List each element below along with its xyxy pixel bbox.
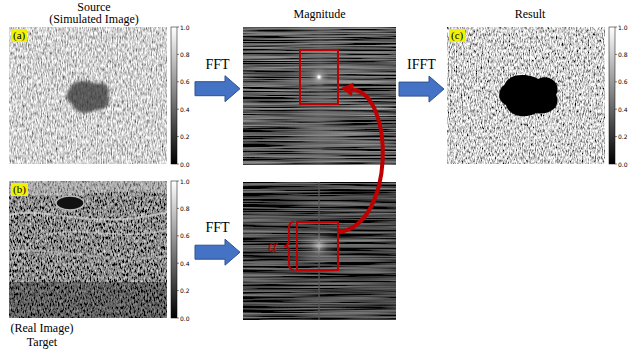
- tick-group: 0.0: [618, 161, 628, 168]
- colorbar-tick: 0.8: [180, 205, 190, 212]
- colorbar-tick: 0.4: [618, 106, 628, 113]
- tick-group: 0.8: [180, 51, 190, 58]
- edge-label-group: IFFT: [407, 57, 436, 73]
- arrowhead: [341, 83, 354, 97]
- image-panel: (Real Image)Target(b): [9, 181, 167, 318]
- colorbar-tick: 0.6: [180, 78, 190, 85]
- edge-label: IFFT: [407, 57, 436, 73]
- panel-heading: Target: [2, 335, 82, 349]
- swap-region: [297, 222, 338, 270]
- panel-heading: Magnitude: [203, 8, 436, 20]
- image-panel: Source(Simulated Image)(a): [9, 27, 167, 164]
- colorbar-tick: 1.0: [618, 24, 628, 31]
- colorbar-tick: 0.4: [180, 260, 190, 267]
- swap-region: [300, 50, 338, 104]
- tick-group: 0.4: [180, 106, 190, 113]
- colorbar-tick: 1.0: [180, 178, 190, 185]
- spectrum-panel: Magnitude: [243, 27, 396, 165]
- block-arrow: [195, 76, 240, 102]
- heading-group: (Real Image)Target: [2, 321, 82, 349]
- colorbar: [609, 27, 617, 164]
- panel-heading: (Real Image): [2, 321, 82, 335]
- bracket: [284, 222, 294, 270]
- colorbar-tick: 0.2: [180, 133, 190, 140]
- panel-letter: (c): [451, 29, 463, 42]
- magnitude-spectrum: [243, 27, 396, 165]
- tick-group: 0.0: [180, 315, 190, 322]
- tick-group: 0.0: [180, 161, 190, 168]
- panel-heading: Source: [0, 1, 213, 13]
- panel-tag: (a): [11, 29, 27, 42]
- tick-group: 0.8: [180, 205, 190, 212]
- colorbar-tick: 0.6: [180, 232, 190, 239]
- panel-letter: (a): [13, 29, 25, 42]
- colorbar-tick: 0.2: [618, 133, 628, 140]
- symbol-group: α: [268, 236, 277, 256]
- tick-group: 0.4: [180, 260, 190, 267]
- edge-label-group: FFT: [205, 220, 229, 236]
- block-arrow: [399, 76, 444, 102]
- tick-group: 0.2: [618, 133, 628, 140]
- tick-group: 0.2: [180, 133, 190, 140]
- curved-arrow: [339, 83, 383, 232]
- colorbar-tick: 0.4: [180, 106, 190, 113]
- edge-label-group: FFT: [205, 57, 229, 73]
- heading-group: Result: [411, 8, 640, 20]
- tick-group: 0.6: [180, 232, 190, 239]
- image-panel: Result(c): [447, 27, 605, 164]
- tick-group: 1.0: [180, 24, 190, 31]
- panel-tag: (b): [11, 183, 28, 196]
- simulated-image: [9, 27, 167, 164]
- block-arrow: [195, 239, 240, 265]
- heading-group: Magnitude: [203, 8, 436, 20]
- tick-group: 1.0: [180, 178, 190, 185]
- panel-heading: Result: [411, 8, 640, 20]
- curved-arrow-line: [339, 90, 383, 232]
- edge-label: FFT: [205, 220, 229, 236]
- colorbar-tick: 0.8: [618, 51, 628, 58]
- tick-group: 0.2: [180, 287, 190, 294]
- panel-letter: (b): [13, 183, 26, 196]
- tick-group: 0.6: [180, 78, 190, 85]
- colorbar-tick: 0.6: [618, 78, 628, 85]
- colorbar-tick: 0.0: [180, 315, 190, 322]
- tick-group: 0.4: [618, 106, 628, 113]
- tick-group: 0.6: [618, 78, 628, 85]
- colorbar-tick: 1.0: [180, 24, 190, 31]
- panel-heading: (Simulated Image): [0, 13, 213, 25]
- result-image: [447, 27, 605, 164]
- colorbar-tick: 0.0: [618, 161, 628, 168]
- colorbar-tick: 0.8: [180, 51, 190, 58]
- edge-label: FFT: [205, 57, 229, 73]
- heading-group: Source(Simulated Image): [0, 1, 213, 25]
- real-image: [9, 181, 167, 318]
- tick-group: 0.8: [618, 51, 628, 58]
- colorbar: [171, 181, 179, 318]
- colorbar-tick: 0.2: [180, 287, 190, 294]
- colorbar: [171, 27, 179, 164]
- panel-tag: (c): [449, 29, 465, 42]
- alpha-symbol: α: [268, 236, 277, 256]
- colorbar-tick: 0.0: [180, 161, 190, 168]
- tick-group: 1.0: [618, 24, 628, 31]
